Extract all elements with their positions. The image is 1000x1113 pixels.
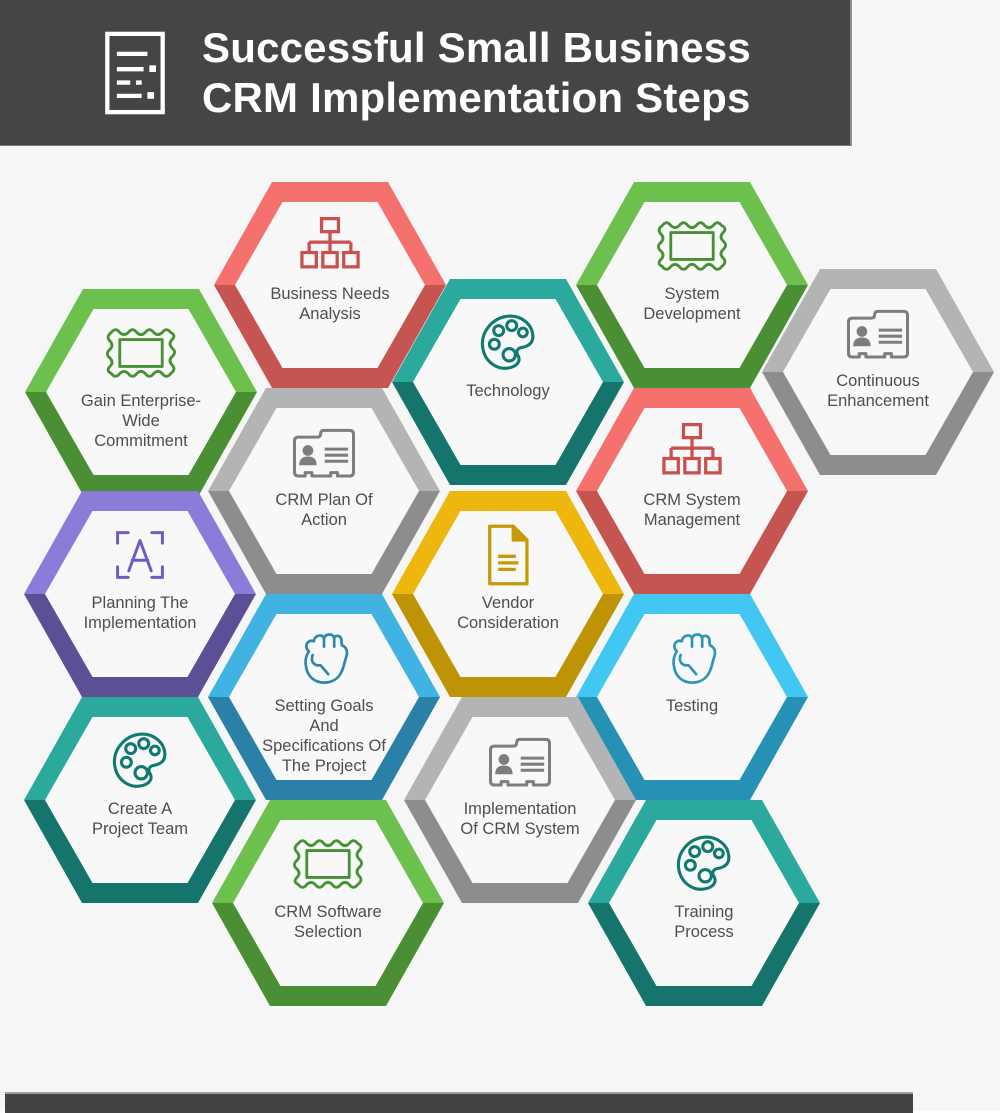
hexagon-continuous-enhancement: Continuous Enhancement (762, 269, 994, 475)
fist-icon (662, 626, 722, 690)
title-line-1: Successful Small Business (202, 24, 751, 72)
hexagon-label: Planning The Implementation (83, 594, 197, 633)
hexagon-label: Implementation Of CRM System (460, 800, 580, 839)
title-line-2: CRM Implementation Steps (202, 73, 751, 121)
hexagon-label: CRM Plan Of Action (275, 491, 373, 530)
document-icon (482, 523, 534, 587)
hexagon-training-process: Training Process (588, 800, 820, 1006)
contact-card-icon (843, 301, 913, 365)
hexagon-label: Technology (466, 382, 550, 400)
footer-bar (5, 1092, 913, 1113)
hexagon-gain-enterprise-wide-commitment: Gain Enterprise- Wide Commitment (25, 289, 257, 495)
hexagon-label: Gain Enterprise- Wide Commitment (80, 392, 202, 451)
hexagon-testing: Testing (576, 594, 808, 800)
hexagon-label: Create A Project Team (92, 800, 188, 839)
contact-card-icon (485, 729, 555, 793)
contact-card-icon (289, 420, 359, 484)
hexagon-content: Business Needs Analysis (235, 202, 425, 368)
hexagon-setting-goals-and-specifications: Setting Goals And Specifications Of The … (208, 594, 440, 800)
hexagon-crm-system-management: CRM System Management (576, 388, 808, 594)
font-a-icon (111, 523, 169, 587)
frame-icon (105, 321, 177, 385)
hexagon-label: Vendor Consideration (457, 594, 559, 633)
page-title: Successful Small Business CRM Implementa… (202, 23, 751, 121)
hexagon-label: Training Process (674, 903, 734, 942)
hexagon-crm-plan-of-action: CRM Plan Of Action (208, 388, 440, 594)
hexagon-planning-the-implementation: Planning The Implementation (24, 491, 256, 697)
palette-icon (109, 729, 171, 793)
frame-icon (656, 214, 728, 278)
hexagon-content: CRM System Management (597, 408, 787, 574)
sitemap-icon (297, 214, 363, 278)
hexagon-content: Testing (597, 614, 787, 780)
hexagon-label: Testing (665, 697, 719, 715)
hexagon-label: Business Needs Analysis (270, 285, 390, 324)
hexagon-vendor-consideration: Vendor Consideration (392, 491, 624, 697)
hexagon-label: Continuous Enhancement (827, 372, 929, 411)
hexagon-content: CRM Plan Of Action (229, 408, 419, 574)
palette-icon (673, 832, 735, 896)
sitemap-icon (659, 420, 725, 484)
hexagon-content: Training Process (609, 820, 799, 986)
hexagon-content: Planning The Implementation (45, 511, 235, 677)
hexagon-label: System Development (643, 285, 741, 324)
hexagon-crm-software-selection: CRM Software Selection (212, 800, 444, 1006)
hexagon-content: System Development (597, 202, 787, 368)
hexagon-content: Setting Goals And Specifications Of The … (229, 614, 419, 780)
hexagon-content: Continuous Enhancement (783, 289, 973, 455)
document-list-icon (104, 31, 166, 115)
header-bar: Successful Small Business CRM Implementa… (0, 0, 852, 146)
hexagon-system-development: System Development (576, 182, 808, 388)
hexagon-content: Gain Enterprise- Wide Commitment (46, 309, 236, 475)
hexagon-label: CRM System Management (643, 491, 741, 530)
frame-icon (292, 832, 364, 896)
hexagon-content: Technology (413, 299, 603, 465)
hexagon-content: Vendor Consideration (413, 511, 603, 677)
hexagon-create-a-project-team: Create A Project Team (24, 697, 256, 903)
hexagon-content: Create A Project Team (45, 717, 235, 883)
fist-icon (294, 626, 354, 690)
hexagon-label: CRM Software Selection (274, 903, 382, 942)
hexagon-content: Implementation Of CRM System (425, 717, 615, 883)
palette-icon (477, 311, 539, 375)
hexagon-content: CRM Software Selection (233, 820, 423, 986)
hexagon-label: Setting Goals And Specifications Of The … (262, 697, 386, 776)
